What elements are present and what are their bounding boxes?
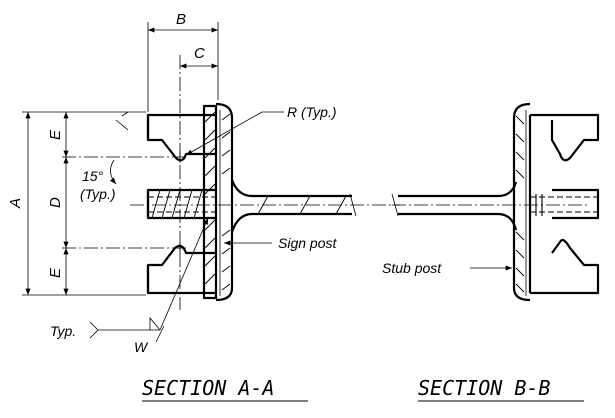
- sign-post-callout: Sign post: [278, 235, 337, 251]
- weld-w-label: W: [134, 339, 149, 355]
- stub-post-web: [398, 181, 518, 231]
- plate-wall: [202, 104, 218, 300]
- section-a-title: SECTION A-A: [142, 376, 274, 400]
- slot-hatch: [151, 189, 203, 219]
- radius-callout: R (Typ.): [287, 104, 337, 120]
- dimension-d-label: D: [47, 197, 64, 208]
- dimension-e-bottom-label: E: [47, 267, 64, 278]
- dimension-c-label: C: [194, 45, 205, 62]
- wall-hatch: [204, 111, 216, 285]
- flange-hatch: [221, 113, 231, 291]
- dimension-b-label: B: [176, 11, 186, 28]
- sign-post-flange: [215, 102, 234, 302]
- web-hatch: [257, 195, 347, 215]
- stub-post-callout: Stub post: [382, 260, 442, 276]
- section-b-view: Stub post SECTION B-B: [382, 102, 600, 402]
- section-a-view: A E D E B C R (Typ.) 15° (Typ.) Sign pos…: [7, 11, 400, 402]
- weld-typ-label: Typ.: [50, 323, 76, 339]
- sign-post-web: [230, 179, 352, 233]
- angle-callout-note: (Typ.): [80, 186, 116, 202]
- section-b-title: SECTION B-B: [418, 376, 550, 400]
- angle-callout-value: 15°: [82, 168, 104, 184]
- dimension-a-label: A: [7, 198, 24, 209]
- stub-flange-hatch: [515, 115, 525, 293]
- dimension-e-top-label: E: [47, 129, 64, 140]
- stub-plate-outline: [530, 113, 600, 295]
- clamp-plate-outline: [146, 113, 216, 295]
- stub-post-flange: [512, 102, 531, 302]
- weld-symbol: Typ. W: [50, 217, 209, 355]
